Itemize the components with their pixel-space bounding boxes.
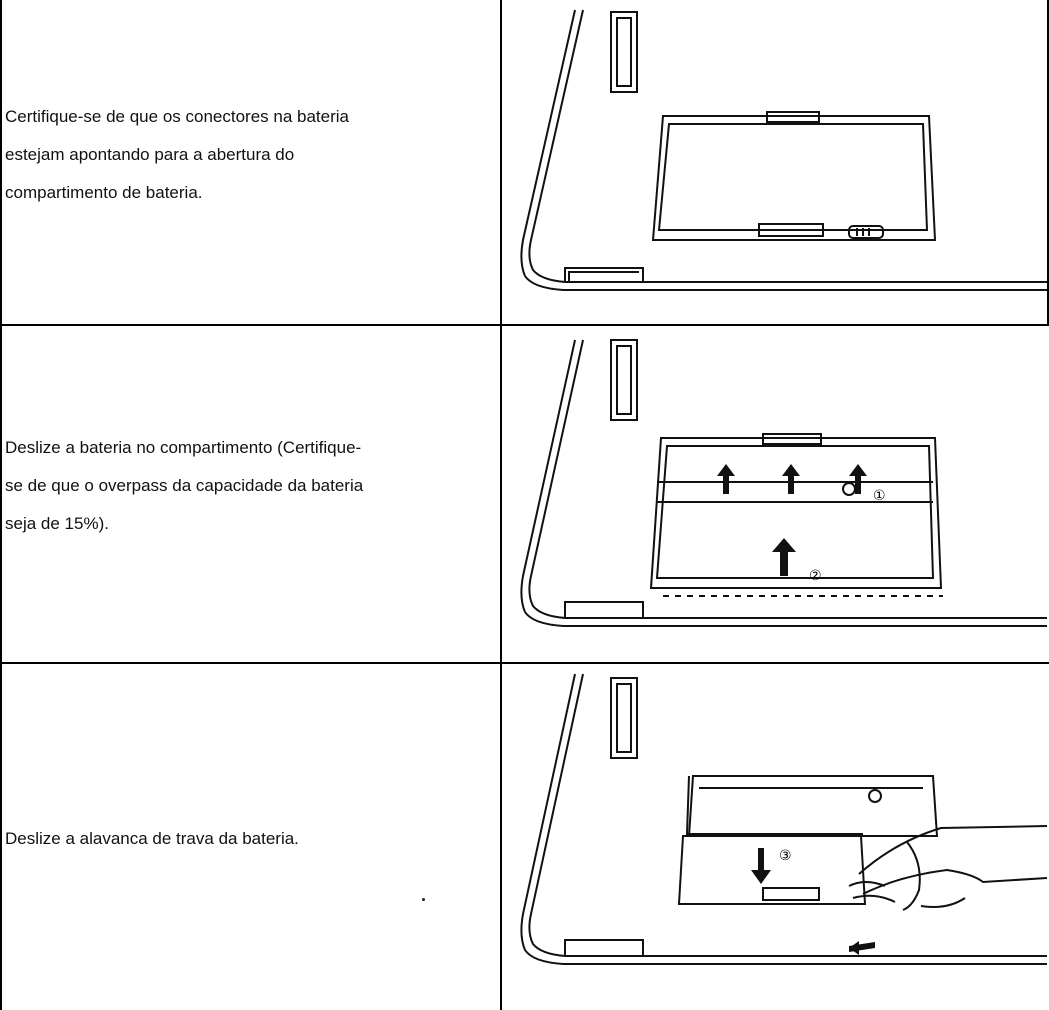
step-3-line-1: Deslize a alavanca de trava da bateria. [5,829,299,848]
step-2-line-2: se de que o overpass da capacidade da ba… [5,476,364,495]
table-border-left [0,0,2,1010]
battery-compartment-open-illustration [503,0,1047,324]
stray-dot [422,898,425,901]
marker-1: ① [873,488,886,504]
marker-3: ③ [779,848,792,864]
table-column-divider [500,0,502,1010]
step-1-line-2: estejam apontando para a abertura do [5,145,295,164]
step-1-line-3: compartimento de bateria. [5,183,203,202]
battery-slide-in-illustration: ① ② [503,326,1047,662]
table-row-divider-1 [0,324,1049,326]
marker-2: ② [809,568,822,584]
step-1-text: Certifique-se de que os conectores na ba… [5,98,485,212]
step-2-line-1: Deslize a bateria no compartimento (Cert… [5,438,362,457]
table-border-right [1047,0,1049,325]
step-3-text: Deslize a alavanca de trava da bateria. [5,820,485,858]
step-2-text: Deslize a bateria no compartimento (Cert… [5,429,485,543]
step-1-line-1: Certifique-se de que os conectores na ba… [5,107,349,126]
step-2-line-3: seja de 15%). [5,514,109,533]
battery-lock-lever-illustration: ③ [503,664,1047,1010]
table-row-divider-2 [0,662,1049,664]
